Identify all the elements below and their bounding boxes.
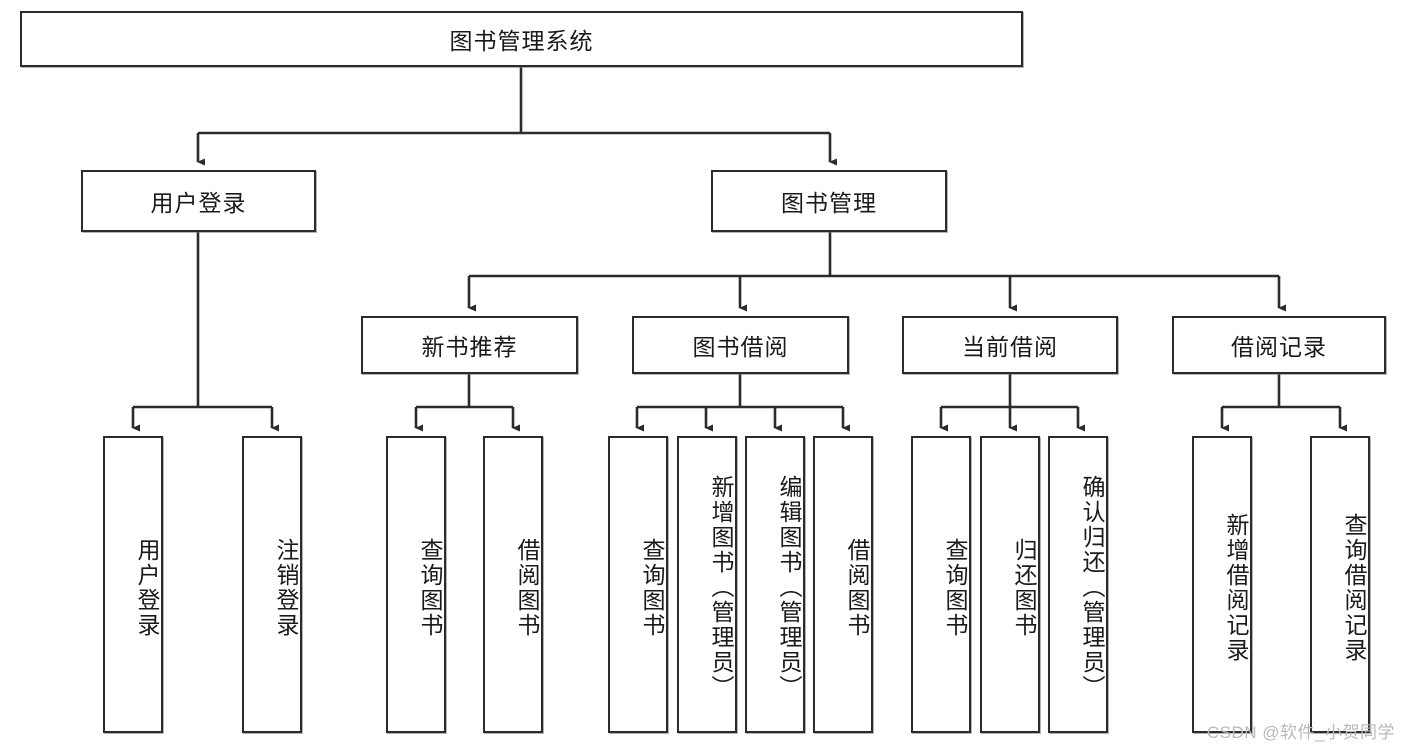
node-label: 新书推荐 <box>421 334 518 360</box>
leaf-book-borrow-query-book[interactable]: 查询图书 <box>608 436 668 733</box>
node-book-management[interactable]: 图书管理 <box>711 170 947 232</box>
node-label: 用户登录 <box>150 190 247 216</box>
node-label: 查询借阅记录 <box>1341 512 1367 663</box>
node-label: 图书管理系统 <box>449 28 594 54</box>
node-label: 当前借阅 <box>962 334 1058 360</box>
node-label: 确认归还（管理员） <box>1079 475 1105 700</box>
node-label: 查询图书 <box>942 537 968 638</box>
leaf-book-borrow-add-book-admin[interactable]: 新增图书（管理员） <box>677 436 737 733</box>
node-label: 借阅图书 <box>514 537 540 638</box>
node-root-book-management-system[interactable]: 图书管理系统 <box>20 11 1023 67</box>
leaf-borrow-record-add-record[interactable]: 新增借阅记录 <box>1192 436 1252 733</box>
node-label: 归还图书 <box>1011 537 1037 638</box>
node-book-borrow[interactable]: 图书借阅 <box>632 316 849 374</box>
watermark-text: CSDN @软件_小贺同学 <box>1206 723 1395 742</box>
leaf-user-login-login[interactable]: 用户登录 <box>103 436 163 733</box>
node-new-book-recommend[interactable]: 新书推荐 <box>361 316 578 374</box>
node-label: 借阅记录 <box>1231 334 1327 360</box>
node-label: 新增借阅记录 <box>1223 512 1249 663</box>
leaf-book-borrow-borrow-book[interactable]: 借阅图书 <box>813 436 873 733</box>
node-borrow-record[interactable]: 借阅记录 <box>1172 316 1386 374</box>
leaf-new-book-borrow-book[interactable]: 借阅图书 <box>483 436 543 733</box>
node-label: 图书管理 <box>781 190 877 216</box>
node-label: 编辑图书（管理员） <box>776 475 802 700</box>
leaf-borrow-record-query-record[interactable]: 查询借阅记录 <box>1310 436 1370 733</box>
node-label: 借阅图书 <box>844 537 870 638</box>
node-label: 用户登录 <box>134 537 160 638</box>
node-label: 图书借阅 <box>692 334 789 360</box>
node-label: 注销登录 <box>273 537 299 638</box>
leaf-current-borrow-query-book[interactable]: 查询图书 <box>911 436 971 733</box>
node-label: 查询图书 <box>417 537 443 638</box>
node-label: 新增图书（管理员） <box>708 475 734 700</box>
node-user-login[interactable]: 用户登录 <box>81 170 316 232</box>
leaf-book-borrow-edit-book-admin[interactable]: 编辑图书（管理员） <box>745 436 805 733</box>
leaf-current-borrow-confirm-return-admin[interactable]: 确认归还（管理员） <box>1048 436 1108 733</box>
leaf-current-borrow-return-book[interactable]: 归还图书 <box>980 436 1040 733</box>
leaf-user-login-logout[interactable]: 注销登录 <box>242 436 302 733</box>
node-current-borrow[interactable]: 当前借阅 <box>902 316 1118 374</box>
node-label: 查询图书 <box>639 537 665 638</box>
leaf-new-book-query-book[interactable]: 查询图书 <box>386 436 446 733</box>
